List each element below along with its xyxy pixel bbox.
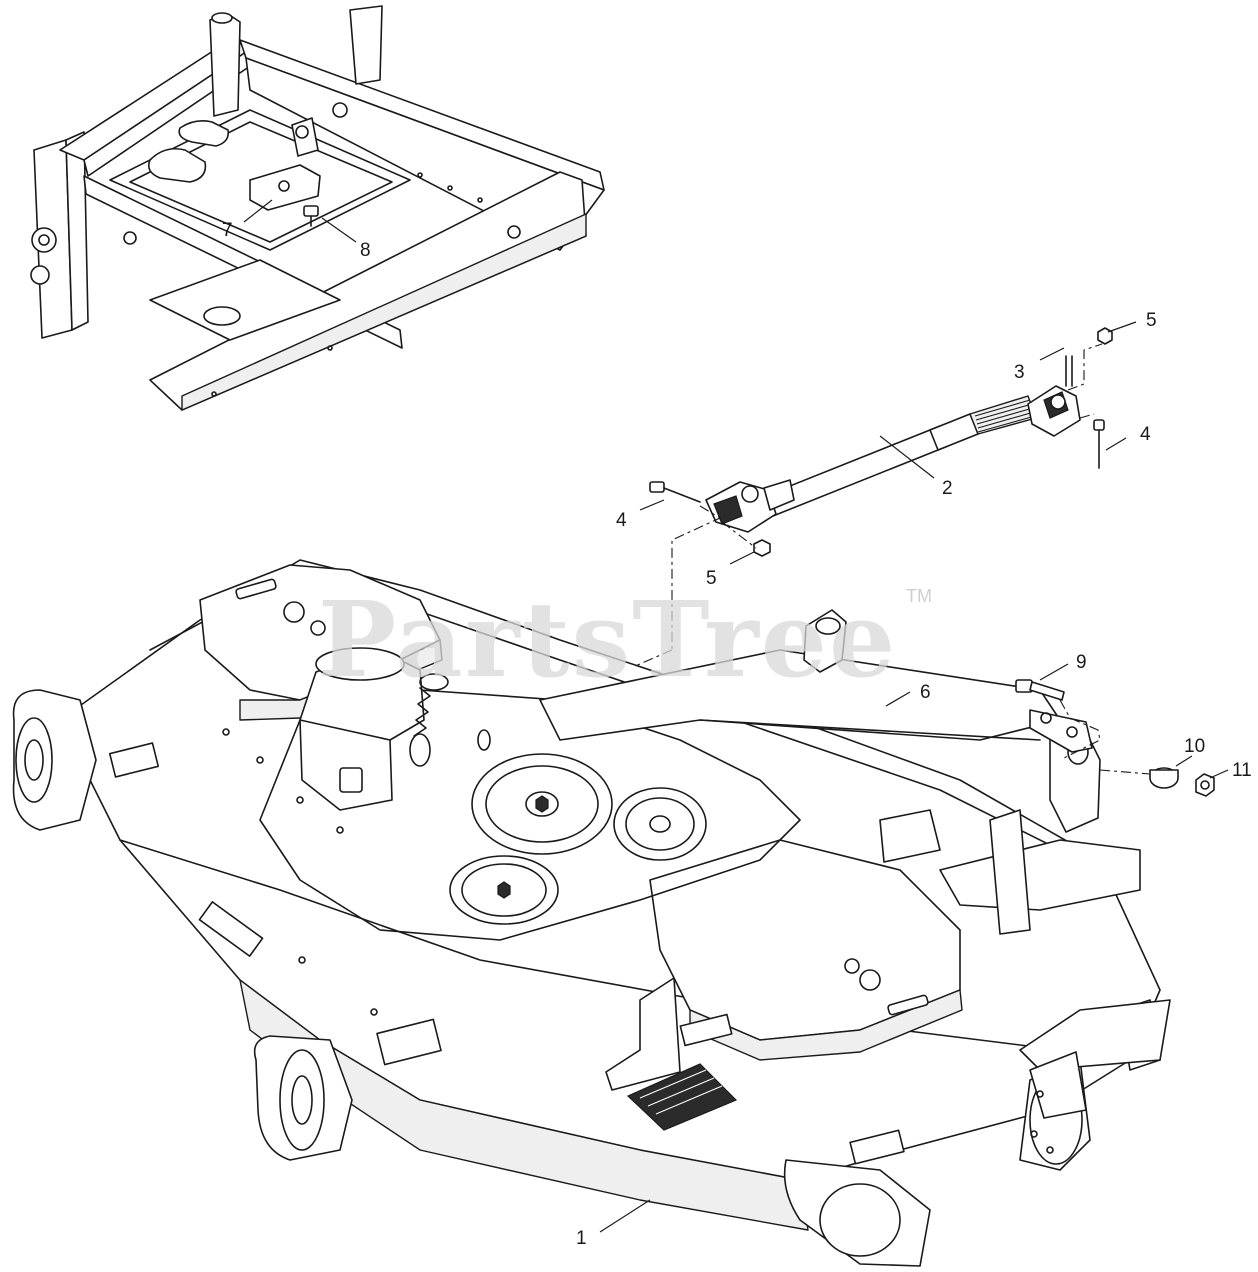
callout-4-left: 4: [616, 510, 627, 531]
callout-11: 11: [1232, 760, 1252, 781]
callout-5-left: 5: [706, 568, 717, 589]
callout-leaders: [243, 199, 1229, 1233]
drive-shaft-assembly: [419, 327, 1113, 761]
callout-2: 2: [942, 478, 953, 499]
callout-labels: 1 2 3 4 4 5 5 6 7 8 9 10 11: [222, 220, 1252, 1249]
callout-10: 10: [1184, 736, 1205, 757]
callout-8: 8: [360, 240, 371, 261]
watermark-text: PartsTree: [318, 578, 897, 701]
watermark-trademark: TM: [906, 586, 932, 606]
deck-lift-arm: [539, 609, 1101, 833]
callout-4-right: 4: [1140, 424, 1151, 445]
callout-1: 1: [576, 1228, 587, 1249]
callout-7: 7: [222, 220, 233, 241]
callout-5-right: 5: [1146, 310, 1157, 331]
callout-3: 3: [1014, 362, 1025, 383]
callout-6: 6: [920, 682, 931, 703]
callout-9: 9: [1076, 652, 1087, 673]
tractor-frame: [30, 5, 605, 411]
mower-deck: [12, 559, 1171, 1267]
lift-hardware: [1015, 679, 1215, 797]
watermark: PartsTree TM: [318, 578, 932, 701]
